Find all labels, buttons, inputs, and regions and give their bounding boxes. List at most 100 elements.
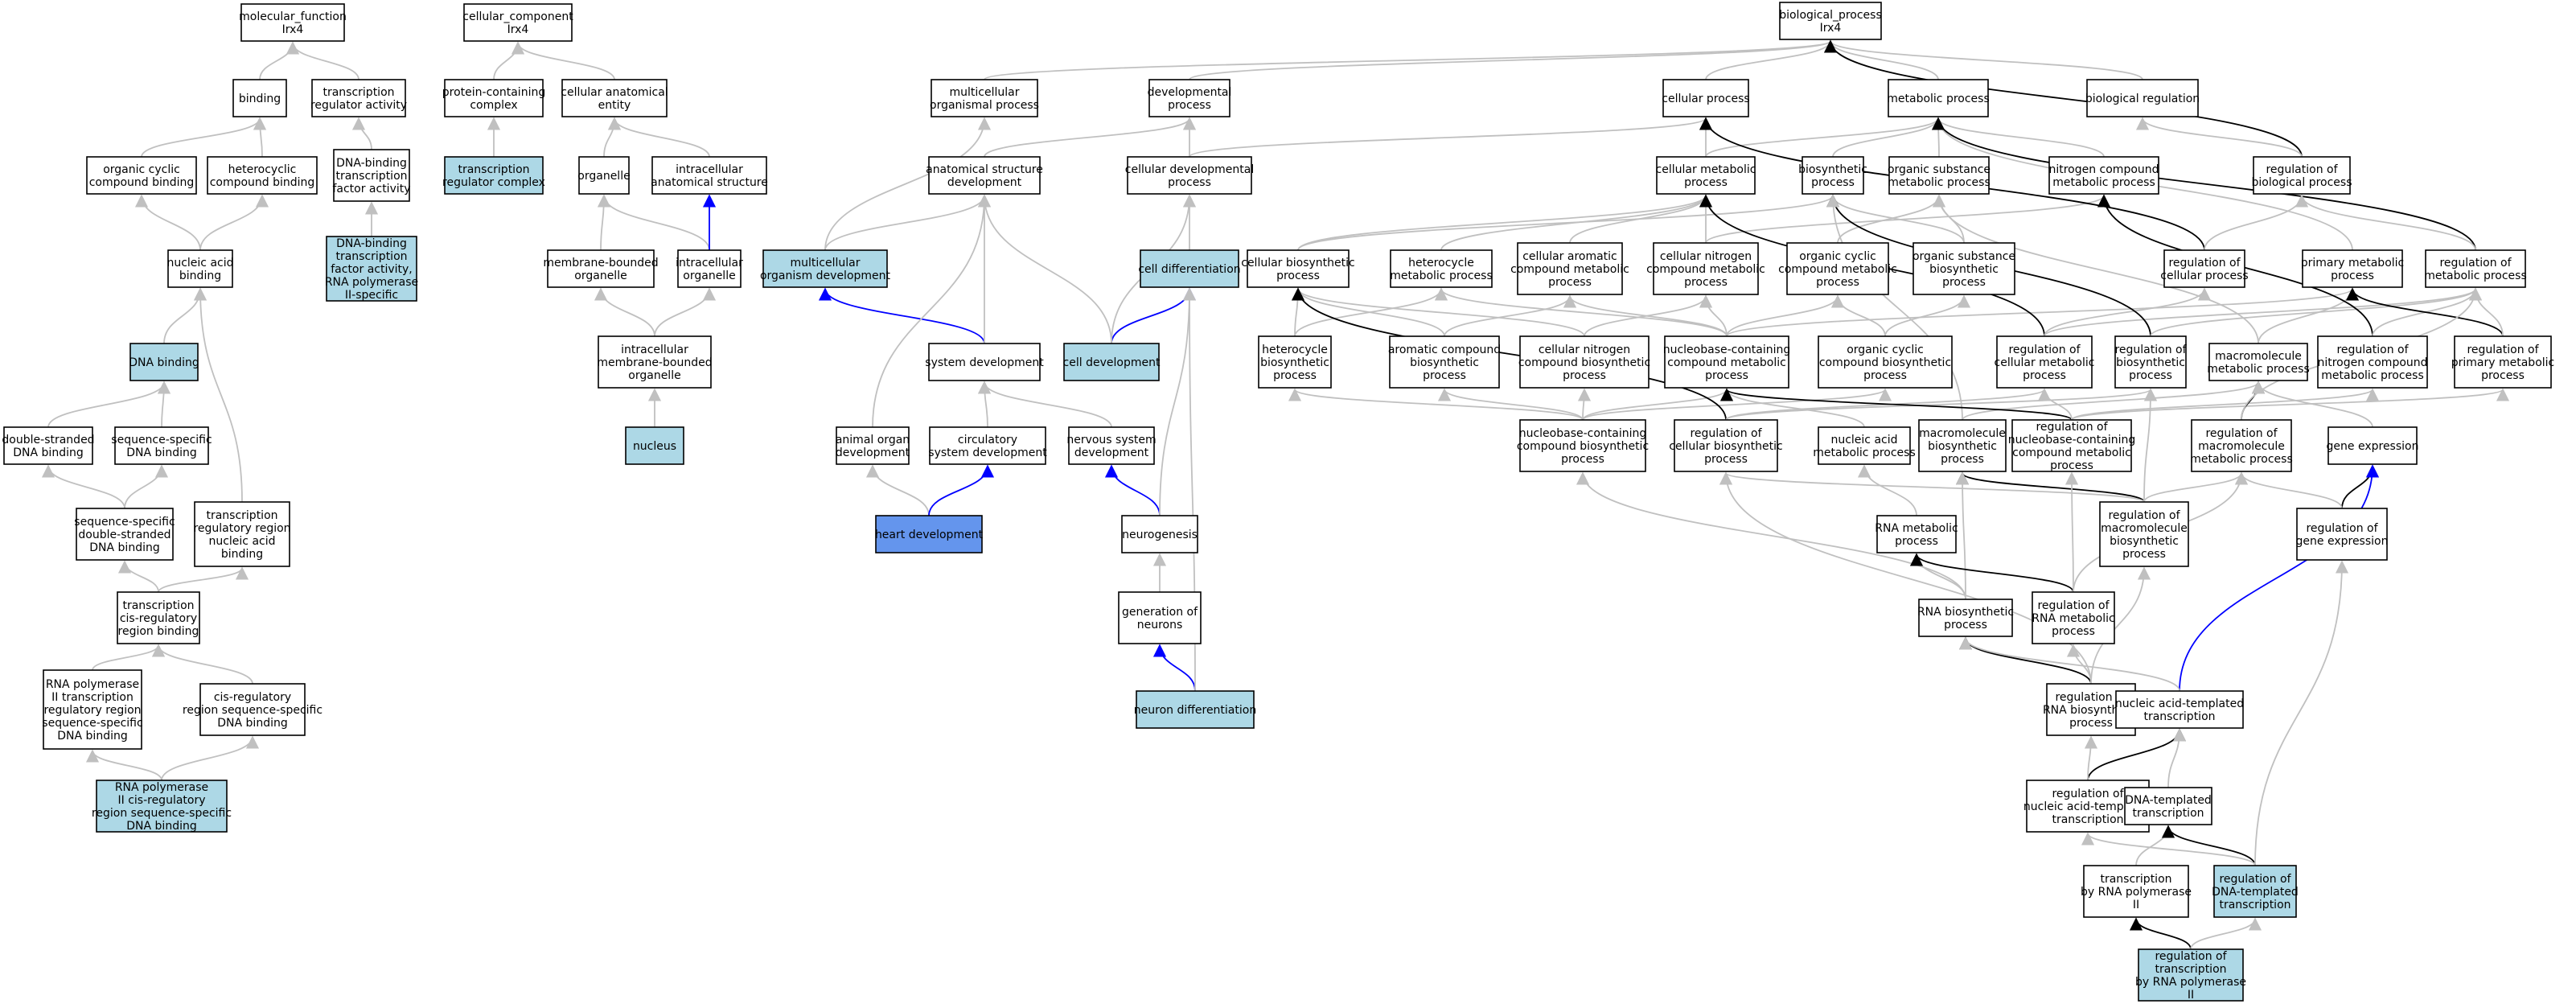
go-term-box	[76, 508, 174, 561]
edge-neurogen-to-celldiff	[1159, 287, 1197, 516]
go-term-node-celldev[interactable]: cell development	[1063, 343, 1161, 381]
go-term-node-celldiff[interactable]: cell differentiation	[1138, 249, 1241, 288]
go-term-node-sysdev[interactable]: system development	[925, 343, 1044, 381]
go-term-label-line: biosynthetic	[1260, 356, 1329, 369]
go-term-label-line: II	[2133, 899, 2139, 911]
go-term-label-line: development	[1074, 446, 1149, 459]
go-term-label-line: macromolecule	[2215, 350, 2302, 363]
edge-occbp-to-osbp	[1884, 294, 1971, 337]
go-term-node-nucleus[interactable]: nucleus	[625, 426, 684, 465]
go-term-node-bioreg[interactable]: biological regulation	[2085, 79, 2200, 117]
go-term-node-binding[interactable]: binding	[232, 79, 287, 117]
go-term-node-dnab[interactable]: DNA binding	[129, 343, 199, 381]
go-term-node-cellp[interactable]: cellular process	[1662, 79, 1750, 117]
go-term-node-geneexp[interactable]: gene expression	[2327, 426, 2419, 465]
go-term-node-neurogen[interactable]: neurogenesis	[1121, 515, 1198, 553]
go-term-node-rmbp[interactable]: regulation ofmacromoleculebiosyntheticpr…	[2099, 501, 2189, 567]
edge-rmp-to-metp	[1932, 117, 2476, 251]
go-term-node-neurdiff[interactable]: neuron differentiation	[1134, 690, 1256, 729]
go-term-node-rnccmp[interactable]: regulation ofnucleobase-containingcompou…	[2008, 419, 2136, 472]
go-term-node-heartdev[interactable]: heart development	[875, 515, 984, 553]
go-term-node-organelle[interactable]: organelle	[577, 156, 631, 195]
go-term-label-line: transcription	[335, 250, 407, 263]
go-term-node-metp[interactable]: metabolic process	[1887, 79, 1990, 117]
edge-rbsp-to-rmp	[2150, 287, 2482, 337]
edge-acbp-to-cacmp	[1444, 294, 1577, 337]
go-term-label-line: region binding	[118, 625, 199, 638]
